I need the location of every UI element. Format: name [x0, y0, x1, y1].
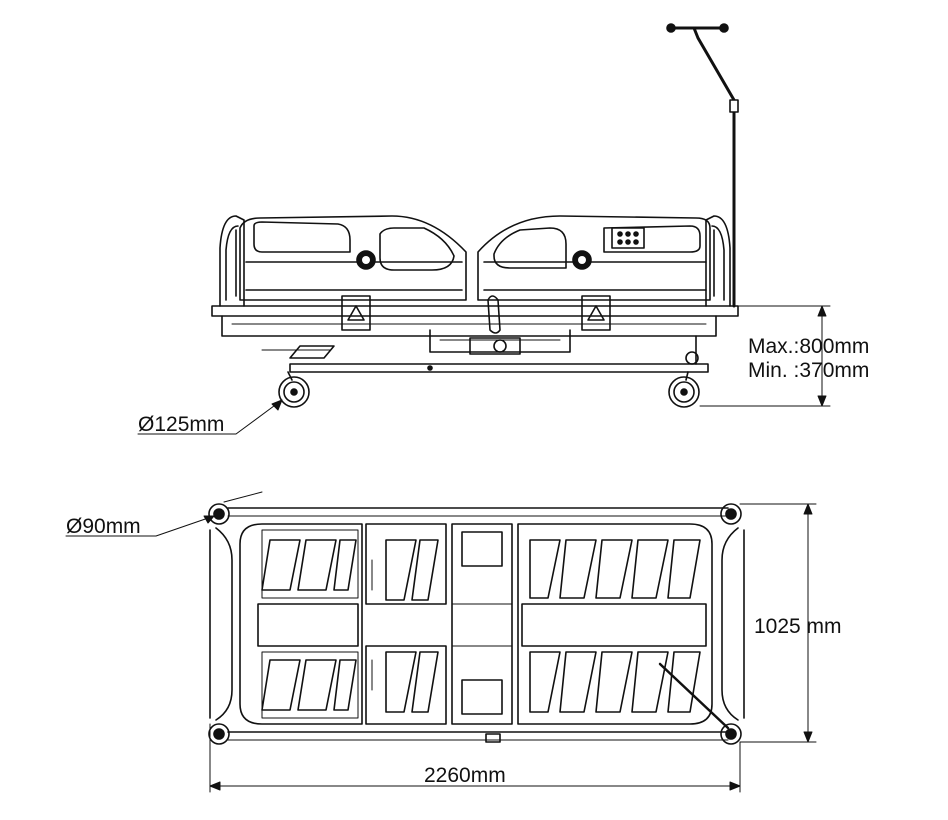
left-headboard [219, 215, 245, 307]
left-side-rail [239, 215, 467, 301]
left-castor [278, 371, 310, 408]
height-min-label: Min. :370mm [748, 359, 870, 382]
middle-deck-section [365, 523, 447, 725]
left-deck-section [239, 523, 363, 725]
width-label: 1025 mm [754, 615, 842, 638]
right-castor [668, 351, 700, 408]
center-column [451, 523, 513, 743]
iv-pole [666, 23, 739, 308]
length-dimension [209, 723, 741, 793]
height-max-label: Max.:800mm [748, 335, 870, 358]
castor-top-label: Ø90mm [66, 515, 141, 538]
castor-side-leader [137, 399, 283, 435]
width-dimension [739, 503, 817, 743]
length-label: 2260mm [424, 764, 506, 787]
top-frame [209, 507, 745, 741]
castor-top-leader [65, 491, 263, 537]
chassis [289, 335, 709, 373]
side-view [137, 23, 831, 435]
right-deck-section [517, 523, 730, 730]
right-footboard [705, 215, 731, 307]
top-view [65, 491, 817, 793]
right-side-rail [477, 215, 711, 301]
height-dimension [699, 305, 831, 407]
top-castors [208, 503, 742, 745]
castor-side-label: Ø125mm [138, 413, 225, 436]
bed-frame [211, 295, 739, 359]
